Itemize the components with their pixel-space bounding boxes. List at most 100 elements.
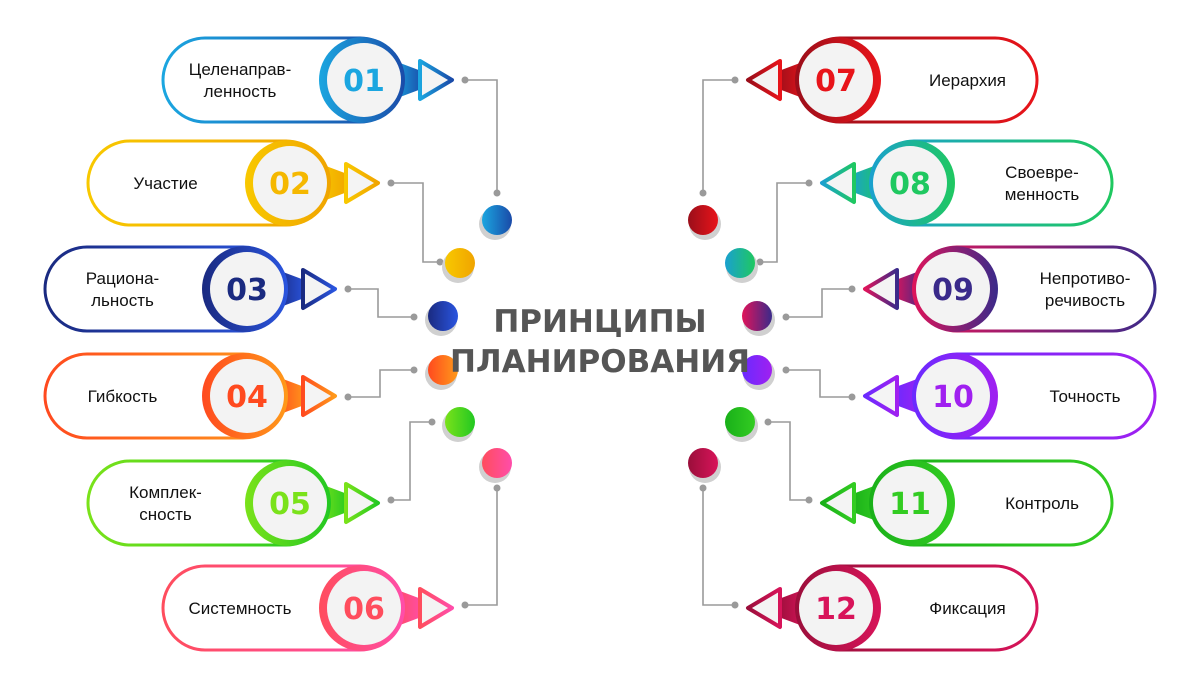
number-disc (916, 359, 990, 433)
connector-node (805, 179, 813, 187)
connector-line (786, 369, 852, 398)
item-label-line: Иерархия (929, 71, 1006, 90)
arrow-triangle-icon (301, 375, 337, 417)
color-dot (428, 355, 458, 385)
connector-node (461, 76, 469, 84)
principle-items: 01 Целенаправ-ленность 02 Участие 03 Рациона-… (43, 36, 1157, 652)
arrow-triangle-icon (863, 268, 899, 310)
principle-item-01: 01 Целенаправ-ленность (161, 36, 454, 124)
connector-node (731, 76, 739, 84)
connector-node (731, 601, 739, 609)
connector-node (848, 285, 856, 293)
connector-node (493, 189, 501, 197)
connector-line (348, 288, 414, 318)
principle-item-03: 03 Рациона-льность (43, 245, 337, 333)
principle-item-10: 10 Точность (863, 352, 1157, 440)
color-dot (445, 407, 475, 437)
connector-line (760, 182, 809, 263)
item-number: 02 (269, 167, 311, 202)
arrow-triangle-icon (418, 587, 454, 629)
item-label-line: Точность (1050, 387, 1121, 406)
number-disc (873, 466, 947, 540)
item-number: 08 (889, 167, 931, 202)
number-disc (327, 571, 401, 645)
number-disc (873, 146, 947, 220)
connector-node (782, 366, 790, 374)
item-number: 09 (932, 273, 974, 308)
title-line-2: ПЛАНИРОВАНИЯ (450, 344, 750, 380)
connector-node (410, 366, 418, 374)
item-number: 05 (269, 487, 311, 522)
item-number: 04 (226, 380, 268, 415)
principle-item-05: 05 Комплек-сность (86, 459, 380, 547)
connector-node (461, 601, 469, 609)
connector-node (387, 179, 395, 187)
number-disc (799, 571, 873, 645)
principle-item-02: 02 Участие (86, 139, 380, 227)
principle-item-04: 04 Гибкость (43, 352, 337, 440)
connector-line (702, 79, 735, 193)
item-label-line: льность (91, 291, 154, 310)
item-label-line: Непротиво- (1040, 269, 1131, 288)
item-label-line: Фиксация (929, 599, 1005, 618)
number-disc (799, 43, 873, 117)
item-label-line: Целенаправ- (189, 60, 292, 79)
arrow-triangle-icon (746, 587, 782, 629)
item-number: 12 (815, 592, 857, 627)
item-label-line: Своевре- (1005, 163, 1079, 182)
connector-node (493, 484, 501, 492)
connector-line (465, 79, 498, 193)
item-number: 06 (343, 592, 385, 627)
arrow-triangle-icon (820, 482, 856, 524)
item-label-line: ленность (204, 82, 277, 101)
color-dot (482, 205, 512, 235)
number-disc (253, 466, 327, 540)
item-label-line: речивость (1045, 291, 1125, 310)
item-label-line: менность (1005, 185, 1080, 204)
connector-line (786, 288, 852, 318)
connector-node (756, 258, 764, 266)
number-disc (253, 146, 327, 220)
connector-line (702, 488, 735, 606)
number-disc (210, 252, 284, 326)
item-label-line: Системность (189, 599, 292, 618)
item-number: 03 (226, 273, 268, 308)
item-label-line: Рациона- (86, 269, 159, 288)
principle-item-11: 11 Контроль (820, 459, 1114, 547)
principle-item-12: 12 Фиксация (746, 564, 1039, 652)
item-number: 01 (343, 64, 385, 99)
connector-node (344, 285, 352, 293)
item-label-line: Контроль (1005, 494, 1079, 513)
connector-node (436, 258, 444, 266)
connector-line (768, 421, 809, 501)
principle-item-09: 09 Непротиво-речивость (863, 245, 1157, 333)
center-dots (425, 205, 775, 483)
item-label-line: сность (139, 505, 192, 524)
connector-node (410, 313, 418, 321)
connector-node (848, 393, 856, 401)
number-disc (210, 359, 284, 433)
color-dot (428, 301, 458, 331)
arrow-triangle-icon (820, 162, 856, 204)
connector-line (465, 488, 498, 606)
connector-line (348, 369, 414, 398)
item-label-line: Участие (133, 174, 197, 193)
arrow-triangle-icon (344, 162, 380, 204)
number-disc (327, 43, 401, 117)
color-dot (445, 248, 475, 278)
arrow-triangle-icon (746, 59, 782, 101)
item-label-line: Гибкость (88, 387, 158, 406)
connector-node (782, 313, 790, 321)
connectors (344, 76, 856, 609)
arrow-triangle-icon (418, 59, 454, 101)
number-disc (916, 252, 990, 326)
item-label-line: Комплек- (129, 483, 202, 502)
title-line-1: ПРИНЦИПЫ (493, 304, 706, 340)
item-number: 11 (889, 487, 931, 522)
color-dot (742, 301, 772, 331)
connector-line (391, 421, 432, 501)
connector-node (699, 484, 707, 492)
arrow-triangle-icon (344, 482, 380, 524)
item-number: 10 (932, 380, 974, 415)
